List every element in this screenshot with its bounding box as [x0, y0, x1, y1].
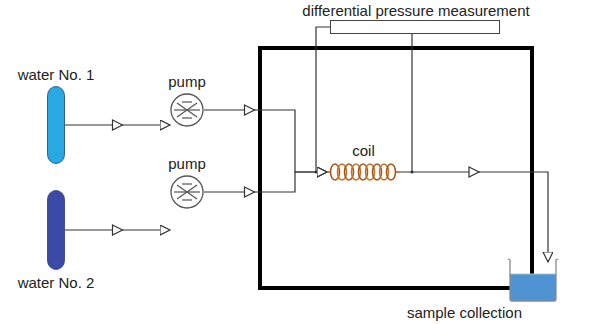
node-label: water No. 2: [18, 274, 95, 291]
flow-arrow: [113, 225, 123, 235]
pressure-tap-line: [411, 34, 412, 172]
pump-shape: [170, 93, 204, 127]
beaker-shape: [508, 258, 558, 302]
pump-symbol: pump: [170, 175, 204, 209]
flow-arrow: [469, 167, 479, 177]
tank-shape: [47, 86, 65, 164]
pressure-tap-line: [316, 27, 330, 172]
pump-symbol: pump: [170, 93, 204, 127]
coil-symbol: coil: [327, 162, 400, 182]
flow-line: [400, 172, 548, 262]
flow-arrow: [245, 187, 255, 197]
node-label: pump: [168, 73, 206, 90]
tank-shape: [47, 190, 65, 270]
flow-line: [204, 172, 327, 192]
node-label: differential pressure measurement: [302, 2, 529, 19]
water-tank: water No. 2: [47, 190, 65, 270]
node-label: water No. 1: [18, 66, 95, 83]
node-label: pump: [168, 155, 206, 172]
node-label: coil: [352, 142, 375, 159]
water-tank: water No. 1: [47, 86, 65, 164]
pressure-gauge-box: differential pressure measurement: [330, 20, 500, 34]
coil-windings: [327, 162, 400, 182]
flow-line: [204, 110, 327, 172]
flow-arrow: [245, 105, 255, 115]
enclosure-box: [260, 48, 532, 288]
flow-arrow: [113, 120, 123, 130]
pump-shape: [170, 175, 204, 209]
sample-beaker: sample collection: [508, 258, 558, 302]
node-label: sample collection: [407, 304, 522, 321]
